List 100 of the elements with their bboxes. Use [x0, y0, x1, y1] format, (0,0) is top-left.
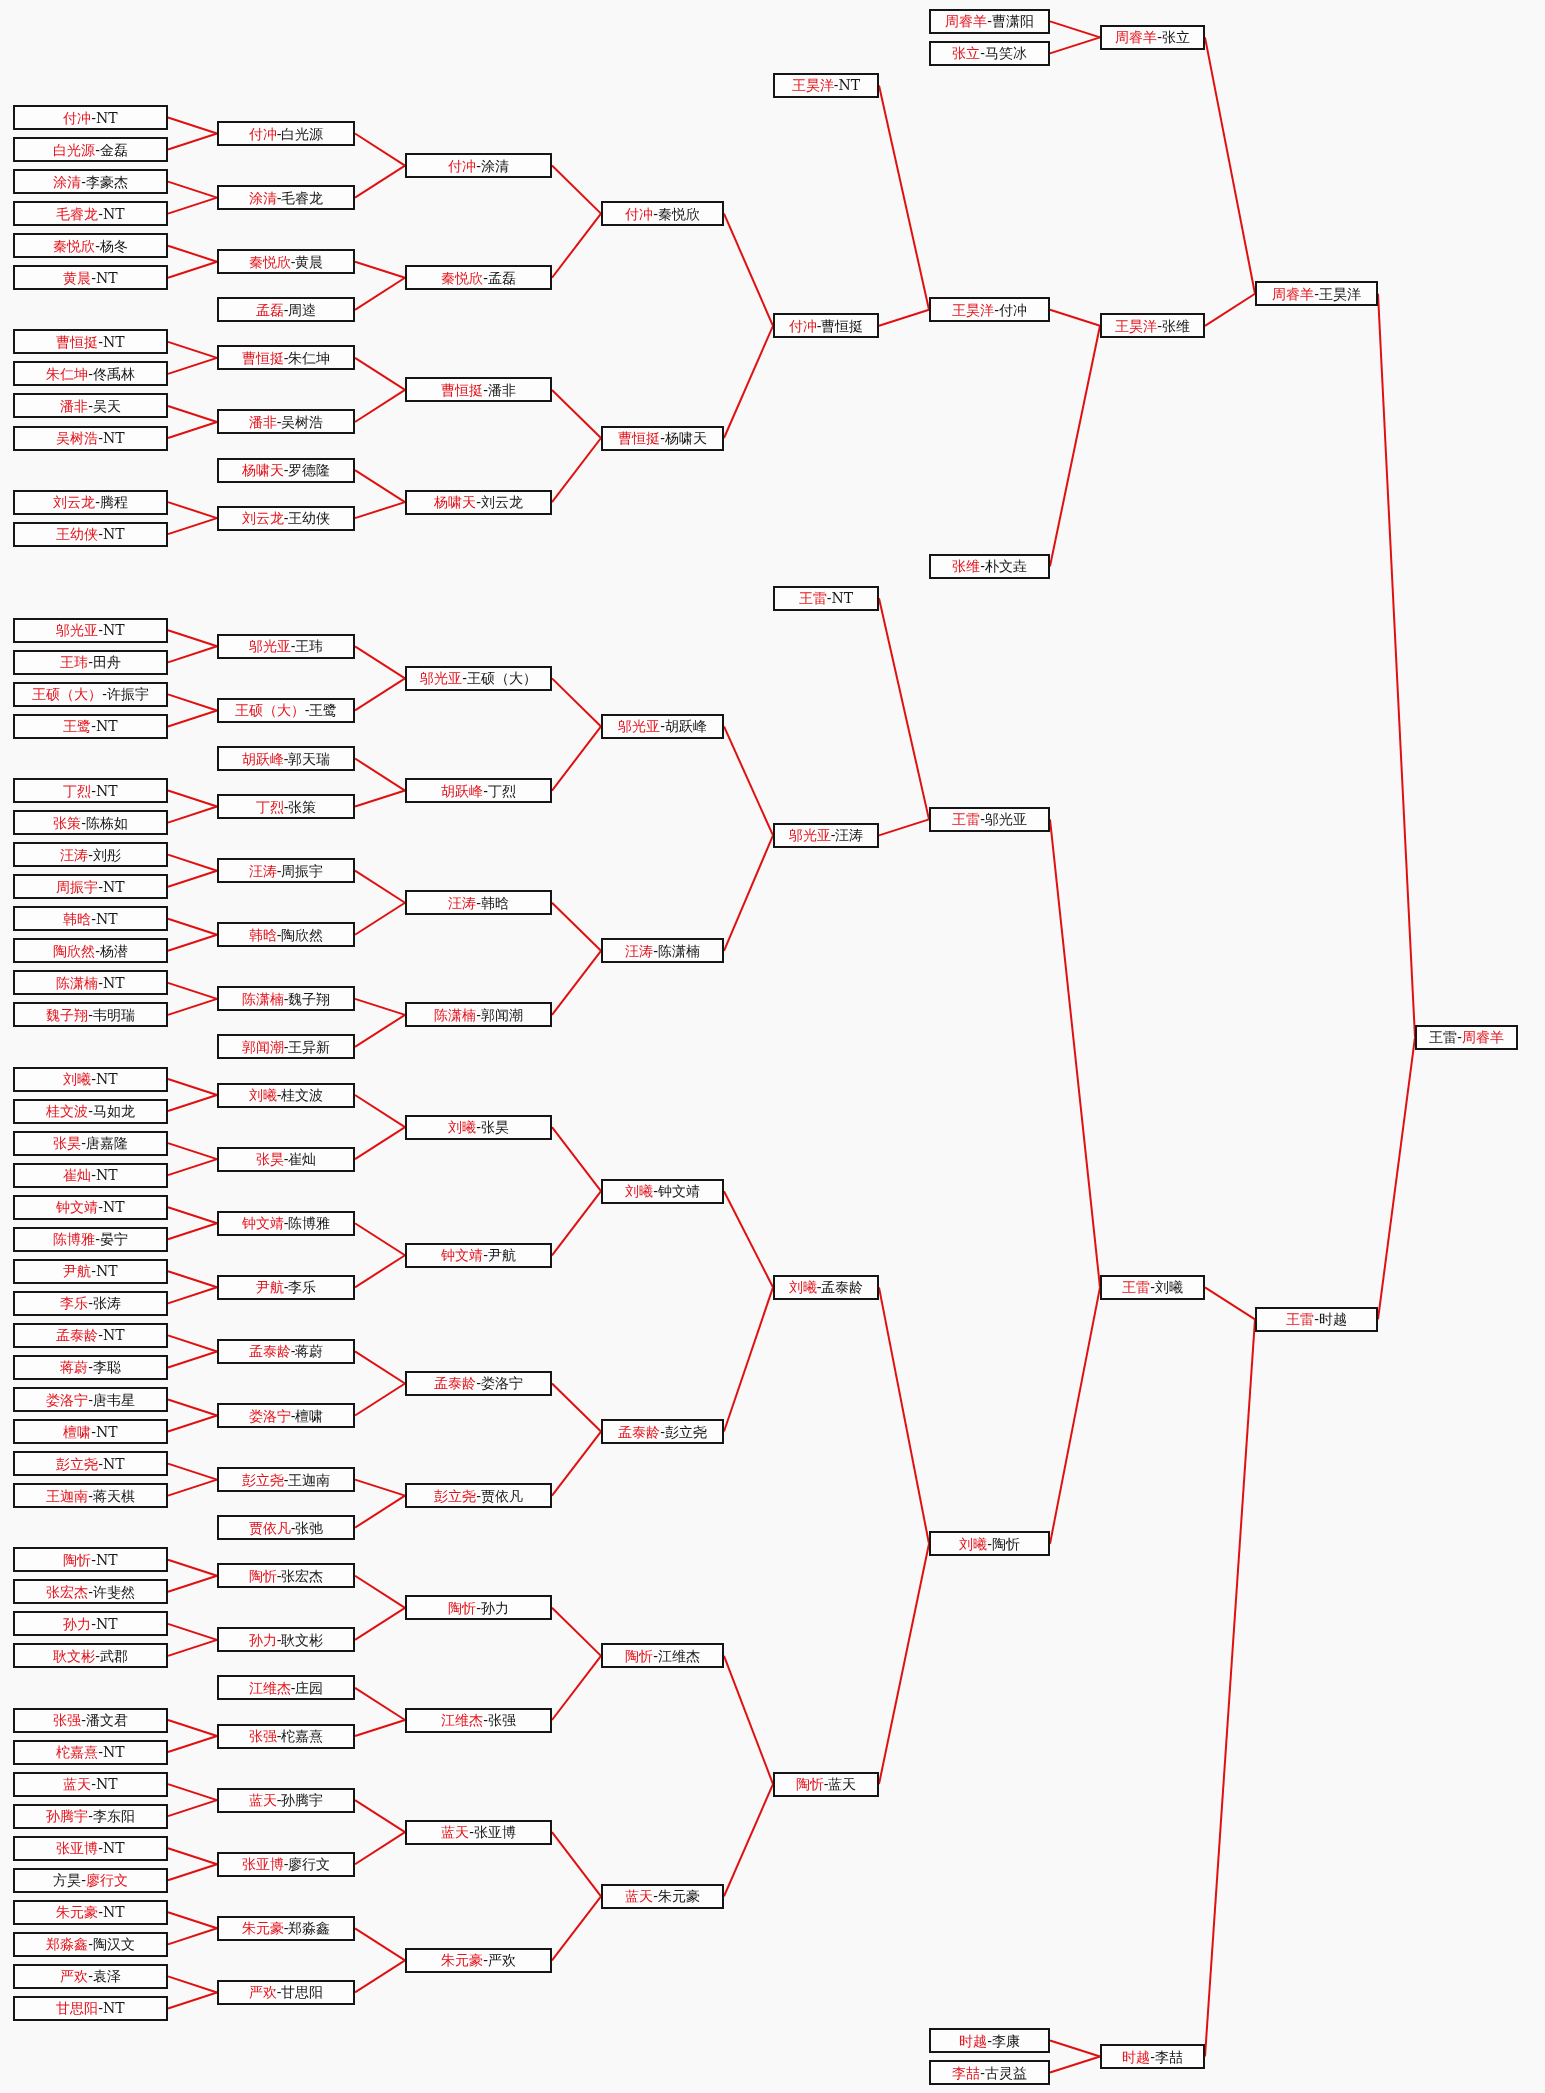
player-pair-text: 彭立尧-贾依凡	[434, 1487, 523, 1504]
match-box	[217, 1403, 355, 1428]
match-box	[13, 842, 168, 868]
bracket-connector	[878, 818, 930, 837]
player-pair-text: 王雷-刘曦	[1122, 1279, 1183, 1296]
match-box	[405, 1947, 552, 1973]
bracket-connector	[167, 629, 218, 648]
match-box	[13, 521, 168, 547]
bracket-connector	[354, 869, 406, 904]
player-pair-text: 刘曦-孟泰龄	[788, 1279, 864, 1296]
match-box	[217, 345, 355, 371]
bracket-connector	[354, 1799, 406, 1834]
match-box	[13, 1387, 168, 1412]
match-box	[405, 1819, 552, 1845]
bracket-connector	[354, 501, 406, 520]
player-pair-text: 吴树浩-NT	[56, 430, 125, 446]
match-box	[13, 201, 168, 227]
match-box	[13, 489, 168, 515]
player-pair-text: 潘非-吴天	[60, 397, 121, 414]
bracket-connector	[167, 1991, 218, 2010]
match-box	[217, 858, 355, 884]
player-pair-text: 钟文靖-NT	[56, 1199, 125, 1216]
player-pair-text: 甘思阳-NT	[56, 2000, 125, 2017]
bracket-connector	[167, 1398, 218, 1417]
player-pair-text: 朱元豪-严欢	[441, 1952, 516, 1969]
player-pair-text: 贾依凡-张弛	[248, 1519, 324, 1536]
match-box	[601, 1419, 724, 1445]
match-box	[929, 2028, 1050, 2053]
player-pair-text: 陶忻-江维杰	[625, 1647, 700, 1664]
bracket-connector	[878, 308, 930, 327]
player-pair-text: 李喆-古灵益	[952, 2064, 1027, 2081]
bracket-connector	[167, 517, 218, 536]
bracket-connector	[354, 901, 406, 936]
bracket-connector	[167, 805, 218, 824]
match-box	[13, 137, 168, 163]
match-box	[405, 153, 552, 179]
match-box	[13, 169, 168, 195]
match-box	[405, 1707, 552, 1733]
bracket-connector	[167, 1078, 218, 1097]
bracket-connector	[167, 1574, 218, 1593]
match-box	[773, 822, 879, 848]
player-pair-text: 黄晨-NT	[63, 269, 118, 286]
player-pair-text: 张强-潘文君	[53, 1712, 128, 1728]
player-pair-text: 涂清-毛睿龙	[248, 189, 324, 206]
player-pair-text: 柁嘉熹-NT	[56, 1744, 125, 1761]
bracket-connector	[1049, 308, 1101, 327]
player-pair-text: 江维杰-张强	[441, 1712, 516, 1728]
player-pair-text: 王昊洋-付冲	[952, 301, 1027, 318]
match-box	[217, 1210, 355, 1236]
bracket-connector	[723, 324, 774, 439]
match-box	[13, 393, 168, 419]
match-box	[1100, 313, 1205, 339]
bracket-connector	[167, 1142, 218, 1161]
match-box	[929, 1531, 1050, 1557]
player-pair-text: 韩晗-NT	[63, 910, 118, 927]
match-box	[217, 746, 355, 771]
player-pair-text: 王雷-周睿羊	[1429, 1029, 1504, 1046]
match-box	[405, 489, 552, 515]
player-pair-text: 方昊-廖行文	[53, 1872, 128, 1889]
match-box	[405, 1114, 552, 1140]
match-box	[1100, 24, 1205, 50]
match-box	[217, 121, 355, 146]
match-box	[929, 8, 1050, 34]
bracket-connector	[354, 356, 406, 391]
bracket-connector	[167, 340, 218, 359]
bracket-connector	[354, 677, 406, 712]
bracket-connector	[167, 1975, 218, 1994]
match-box	[405, 1002, 552, 1028]
player-pair-text: 江维杰-庄园	[248, 1679, 324, 1696]
match-box	[217, 1082, 355, 1108]
bracket-connector	[354, 260, 406, 279]
bracket-connector	[354, 1494, 406, 1529]
bracket-connector	[167, 1094, 218, 1113]
player-pair-text: 檀啸-NT	[63, 1423, 118, 1440]
player-pair-text: 蓝天-孙腾宇	[248, 1792, 324, 1809]
player-pair-text: 邬光亚-汪涛	[788, 827, 864, 844]
match-box	[1255, 281, 1378, 307]
match-box	[773, 72, 879, 98]
player-pair-text: 韩晗-陶欣然	[248, 926, 324, 943]
bracket-connector	[167, 356, 218, 375]
match-box	[773, 585, 879, 611]
bracket-connector	[167, 116, 218, 135]
bracket-connector	[167, 789, 218, 808]
player-pair-text: 陈博雅-晏宁	[53, 1231, 128, 1248]
player-pair-text: 钟文靖-陈博雅	[241, 1215, 331, 1232]
match-box	[217, 1274, 355, 1300]
bracket-connector	[551, 1126, 602, 1193]
match-box	[13, 1643, 168, 1669]
match-box	[13, 1194, 168, 1220]
match-box	[13, 1002, 168, 1028]
bracket-connector	[167, 1270, 218, 1289]
match-box	[217, 457, 355, 483]
match-box	[217, 697, 355, 723]
match-box	[13, 649, 168, 675]
bracket-connector	[167, 501, 218, 520]
match-box	[405, 1242, 552, 1268]
match-box	[13, 1867, 168, 1893]
player-pair-text: 曹恒挺-朱仁坤	[241, 349, 331, 366]
player-pair-text: 彭立尧-NT	[56, 1455, 125, 1472]
match-box	[13, 1579, 168, 1605]
